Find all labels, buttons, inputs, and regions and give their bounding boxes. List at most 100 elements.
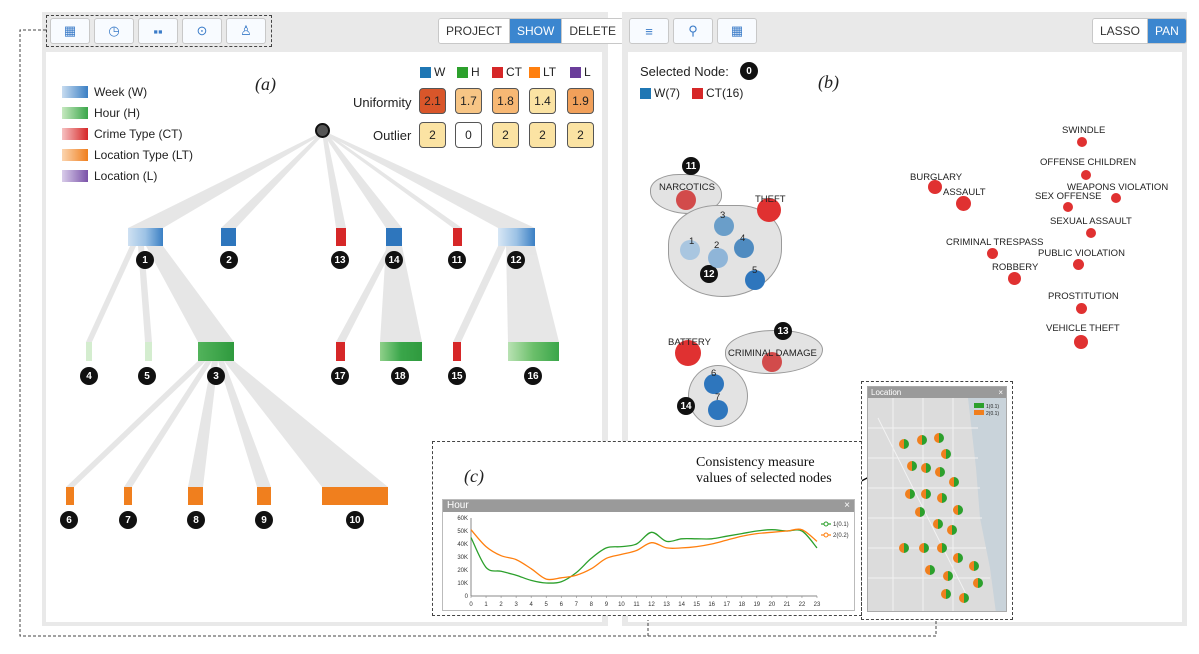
tree-node-bar-8[interactable] [188,487,203,505]
crime-node-public-violation[interactable] [1073,259,1084,270]
crime-node-prostitution[interactable] [1076,303,1087,314]
map-pie-slice-green[interactable] [922,435,927,445]
map-close-icon[interactable]: × [998,388,1003,397]
clock-icon-button[interactable]: ◷ [94,18,134,44]
tree-node-4[interactable]: 4 [80,367,98,385]
tree-node-5[interactable]: 5 [138,367,156,385]
tree-node-bar-2[interactable] [221,228,236,246]
map-pie-slice-green[interactable] [938,519,943,529]
close-icon[interactable]: × [844,500,850,511]
week-node-1[interactable] [680,240,700,260]
delete-button[interactable]: DELETE [562,19,624,43]
grid-icon-button[interactable]: ▪▪ [138,18,178,44]
cluster-badge-12[interactable]: 12 [700,265,718,283]
map-pie-slice-orange[interactable] [907,461,912,471]
map-pie-slice-green[interactable] [924,543,929,553]
map-pie-slice-green[interactable] [940,467,945,477]
map-pie-slice-orange[interactable] [905,489,910,499]
map-pie-slice-orange[interactable] [953,553,958,563]
project-button[interactable]: PROJECT [439,19,511,43]
crime-node-sexual-assault[interactable] [1086,228,1096,238]
map-pie-slice-orange[interactable] [941,589,946,599]
map-pie-slice-orange[interactable] [943,571,948,581]
tree-node-bar-18[interactable] [380,342,422,361]
crime-node-burglary[interactable] [928,180,942,194]
crime-node-theft[interactable] [757,198,781,222]
crime-node-swindle[interactable] [1077,137,1087,147]
tree-node-13[interactable]: 13 [331,251,349,269]
map-pie-slice-orange[interactable] [953,505,958,515]
map-pie-slice-green[interactable] [954,477,959,487]
tree-node-12[interactable]: 12 [507,251,525,269]
cluster-badge-11[interactable]: 11 [682,157,700,175]
map-pie-slice-green[interactable] [978,578,983,588]
tree-node-3[interactable]: 3 [207,367,225,385]
map-pie-slice-orange[interactable] [934,433,939,443]
tree-node-15[interactable]: 15 [448,367,466,385]
map-pie-slice-green[interactable] [946,589,951,599]
tree-node-bar-10[interactable] [322,487,388,505]
user-badge-icon-button[interactable]: ♙ [226,18,266,44]
search-icon-button[interactable]: ⚲ [673,18,713,44]
tree-node-14[interactable]: 14 [385,251,403,269]
map-pie-slice-orange[interactable] [921,463,926,473]
tree-node-bar-3[interactable] [198,342,234,361]
map-pie-slice-orange[interactable] [921,489,926,499]
cluster-badge-13[interactable]: 13 [774,322,792,340]
tree-node-10[interactable]: 10 [346,511,364,529]
crime-node-weapons-violation[interactable] [1111,193,1121,203]
tree-node-bar-4[interactable] [86,342,92,361]
calendar-icon-button[interactable]: ▦ [50,18,90,44]
map-pie-slice-orange[interactable] [947,525,952,535]
map-pie-slice-green[interactable] [964,593,969,603]
map-pie-slice-green[interactable] [946,449,951,459]
map-pie-slice-orange[interactable] [941,449,946,459]
tree-node-bar-1[interactable] [128,228,163,246]
crime-node-assault[interactable] [956,196,971,211]
map-pie-slice-green[interactable] [939,433,944,443]
tree-node-bar-15[interactable] [453,342,461,361]
map-pie-slice-orange[interactable] [935,467,940,477]
week-node-7[interactable] [708,400,728,420]
map-pie-slice-orange[interactable] [925,565,930,575]
tree-node-bar-13[interactable] [336,228,346,246]
map-pie-slice-green[interactable] [942,543,947,553]
map-pie-slice-orange[interactable] [949,477,954,487]
crime-node-narcotics[interactable] [676,190,696,210]
crime-node-criminal-trespass[interactable] [987,248,998,259]
week-node-3[interactable] [714,216,734,236]
map-pie-slice-green[interactable] [904,439,909,449]
tree-node-bar-12[interactable] [498,228,535,246]
crime-node-offense-children[interactable] [1081,170,1091,180]
map-pie-slice-green[interactable] [926,489,931,499]
map-canvas[interactable]: 1(0.1) 2(0.1) [868,398,1007,612]
tree-node-bar-11[interactable] [453,228,462,246]
map-pie-slice-green[interactable] [948,571,953,581]
map-pie-slice-orange[interactable] [919,543,924,553]
tree-node-bar-9[interactable] [257,487,271,505]
lasso-button[interactable]: LASSO [1093,19,1149,43]
map-pie-slice-green[interactable] [952,525,957,535]
tree-root-node[interactable] [315,123,330,138]
crime-node-sex-offense[interactable] [1063,202,1073,212]
tree-node-bar-17[interactable] [336,342,345,361]
crime-node-criminal-damage[interactable] [762,352,782,372]
tree-node-11[interactable]: 11 [448,251,466,269]
map-pie-slice-orange[interactable] [969,561,974,571]
map-pie-slice-green[interactable] [926,463,931,473]
map-pie-slice-green[interactable] [920,507,925,517]
map-pie-slice-green[interactable] [904,543,909,553]
location-pin-icon-button[interactable]: ⊙ [182,18,222,44]
map-pie-slice-green[interactable] [958,553,963,563]
map-pie-slice-green[interactable] [930,565,935,575]
map-pie-slice-orange[interactable] [937,543,942,553]
tree-node-9[interactable]: 9 [255,511,273,529]
tree-node-bar-7[interactable] [124,487,132,505]
week-node-5[interactable] [745,270,765,290]
table-icon-button[interactable]: ▦ [717,18,757,44]
map-pie-slice-orange[interactable] [973,578,978,588]
map-pie-slice-orange[interactable] [917,435,922,445]
map-pie-slice-orange[interactable] [899,543,904,553]
tree-node-bar-6[interactable] [66,487,74,505]
map-pie-slice-orange[interactable] [899,439,904,449]
